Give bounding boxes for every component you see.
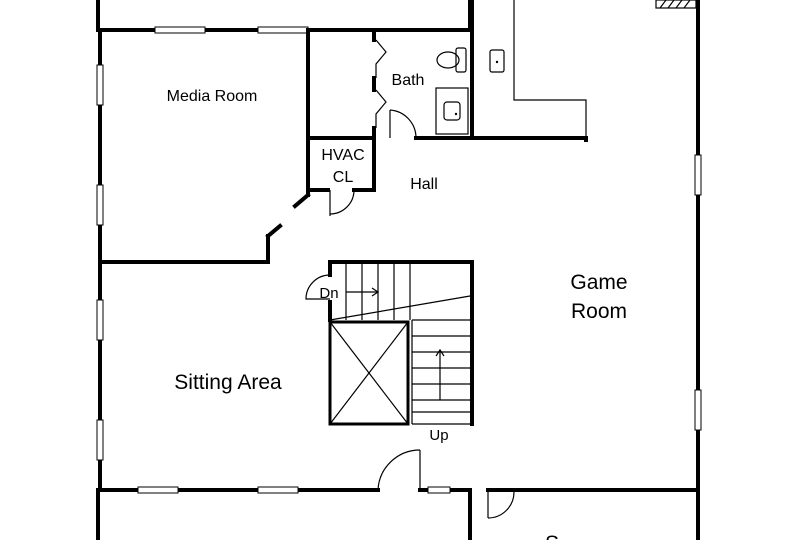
closet-doors — [375, 39, 387, 128]
bath-label: Bath — [392, 72, 425, 89]
toilet-icon — [436, 47, 467, 73]
partial-room-label: S — [545, 532, 559, 540]
sitting-area-label: Sitting Area — [174, 371, 282, 394]
hvac-door — [329, 189, 355, 216]
lower-right-door — [487, 490, 515, 519]
game-room-label-line1: Game — [570, 271, 627, 294]
game-room-label-line2: Room — [571, 300, 627, 323]
sink-icon — [435, 87, 469, 135]
bath-door — [389, 109, 417, 139]
bath-walls — [306, 28, 474, 192]
hvac-label-line2: CL — [333, 169, 354, 186]
open-to-below — [328, 320, 410, 426]
stair-door — [305, 274, 331, 300]
stairs-down-label: Dn — [319, 285, 338, 302]
stairs-up — [411, 319, 470, 425]
hvac-label-line1: HVAC — [321, 147, 364, 164]
stairs-up-label: Up — [429, 427, 448, 444]
media-room-label: Media Room — [167, 88, 258, 105]
stair-walls — [328, 260, 474, 426]
sitting-door — [377, 449, 421, 491]
hall-label: Hall — [410, 176, 438, 193]
stairs-down — [329, 262, 471, 321]
windows — [96, 26, 702, 494]
bar-counter — [489, 0, 587, 138]
media-room-walls — [98, 28, 311, 264]
fireplace-hatch — [655, 0, 697, 9]
